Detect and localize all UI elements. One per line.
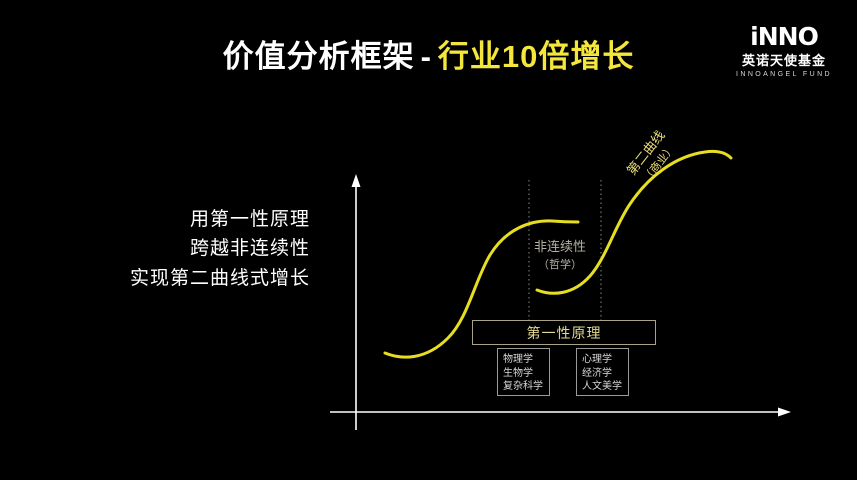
title-dash: - [420,39,432,74]
discontinuity-label-text: 非连续性 [534,239,587,254]
x-axis [330,407,791,417]
page-title: 价值分析框架-行业10倍增长 [0,38,857,75]
logo-chinese-name: 英诺天使基金 [741,53,826,68]
caption-line-1: 用第一性原理 [189,209,310,230]
first-principles-box: 第一性原理 [472,320,656,345]
caption-line-2: 跨越非连续性 [189,238,310,260]
discontinuity-label: 非连续性 （哲学） [534,238,586,272]
brand-logo: iNNO 英诺天使基金 INNOANGEL FUND [729,24,839,78]
first-principles-left-box: 物理学 生物学 复杂科学 [497,348,550,396]
title-accent: 行业10倍增长 [437,39,635,74]
caption-block: 用第一性原理 跨越非连续性 实现第二曲线式增长 [60,205,310,293]
right-box-item-2: 经济学 [582,367,612,379]
second-curve-diagram: 非连续性 （哲学） 第二曲线 （商业） 第一性原理 物理学 生物学 复杂科学 心… [330,128,830,440]
discontinuity-label-sub: （哲学） [538,258,582,271]
right-box-item-1: 心理学 [582,354,612,365]
left-box-item-3: 复杂科学 [503,381,543,392]
y-axis [351,174,361,430]
discontinuity-guides [528,180,602,320]
caption-line-3: 实现第二曲线式增长 [129,267,310,289]
right-box-item-3: 人文美学 [582,381,622,392]
title-main: 价值分析框架 [222,39,415,74]
logo-english-name: INNOANGEL FUND [736,71,832,78]
diagram-canvas [330,149,791,430]
logo-wordmark: iNNO [750,22,819,51]
second-curve-path [535,149,733,295]
first-principles-label: 第一性原理 [526,324,602,341]
first-principles-right-box: 心理学 经济学 人文美学 [576,348,629,396]
left-box-item-1: 物理学 [503,354,533,365]
left-box-item-2: 生物学 [503,367,533,379]
first-curve-path [383,219,580,359]
